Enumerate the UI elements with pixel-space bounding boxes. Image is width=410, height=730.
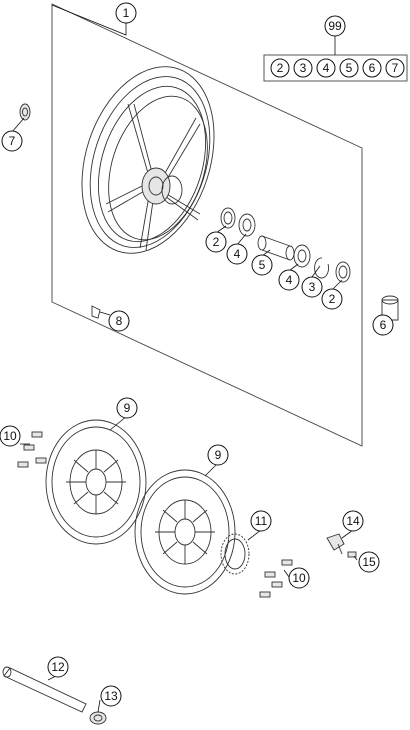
bearing-right <box>293 244 311 268</box>
disc-bolts-left <box>17 431 47 468</box>
callout-5: 5 <box>251 254 273 276</box>
callout-8: 8 <box>108 310 130 332</box>
seal-right <box>335 261 351 283</box>
kit-callout-5: 5 <box>339 58 359 78</box>
spindle-nut <box>89 711 107 725</box>
callout-label: 2 <box>277 61 284 75</box>
callout-label: 4 <box>234 247 241 261</box>
bearing-left <box>238 213 256 237</box>
callout-label: 3 <box>309 280 316 294</box>
callout-2a: 2 <box>205 231 227 253</box>
kit-callout-4: 4 <box>316 58 336 78</box>
speed-sensor-ring <box>220 533 250 575</box>
kit-callout-2: 2 <box>270 58 290 78</box>
wheel-spindle <box>2 666 87 713</box>
callout-15: 15 <box>358 551 380 573</box>
callout-13: 13 <box>100 685 122 707</box>
callout-label: 2 <box>329 292 336 306</box>
spacer-left <box>19 103 31 121</box>
callout-10a: 10 <box>0 425 21 447</box>
callout-label: 11 <box>255 514 268 528</box>
callout-label: 5 <box>346 61 353 75</box>
callout-label: 7 <box>9 134 16 148</box>
callout-label: 8 <box>116 314 123 328</box>
circlip <box>314 257 329 279</box>
callout-10b: 10 <box>288 567 310 589</box>
callout-3: 3 <box>301 276 323 298</box>
callout-label: 9 <box>124 401 131 415</box>
callout-label: 5 <box>259 258 266 272</box>
callout-2b: 2 <box>321 288 343 310</box>
kit-callout-6: 6 <box>362 58 382 78</box>
callout-label: 12 <box>51 660 65 674</box>
callout-label: 13 <box>104 689 118 703</box>
brake-disc-right <box>134 469 236 595</box>
kit-callout-7: 7 <box>385 58 405 78</box>
callout-4b: 4 <box>278 269 300 291</box>
callout-1: 1 <box>115 2 137 24</box>
callout-label: 10 <box>292 571 306 585</box>
callout-label: 2 <box>213 235 220 249</box>
callout-11: 11 <box>250 510 272 532</box>
callout-99: 99 <box>324 15 346 37</box>
kit-callout-3: 3 <box>293 58 313 78</box>
sensor-screw <box>347 551 357 558</box>
callout-label: 7 <box>392 61 399 75</box>
callout-label: 10 <box>3 429 17 443</box>
seal-left <box>220 207 236 229</box>
callout-label: 99 <box>328 19 342 33</box>
ring-bolts <box>259 559 293 598</box>
front-wheel <box>81 66 215 254</box>
callout-label: 4 <box>323 61 330 75</box>
callout-label: 15 <box>362 555 376 569</box>
wheel-speed-sensor <box>326 533 345 555</box>
callout-6: 6 <box>372 314 394 336</box>
wheel-assembly-panel <box>51 3 363 447</box>
callout-label: 14 <box>346 514 360 528</box>
callout-14: 14 <box>342 510 364 532</box>
callout-4a: 4 <box>226 243 248 265</box>
callout-label: 4 <box>286 273 293 287</box>
spacer-right <box>381 295 399 321</box>
callout-label: 6 <box>380 318 387 332</box>
callout-label: 6 <box>369 61 376 75</box>
brake-disc-left <box>45 419 147 545</box>
callout-label: 1 <box>123 6 130 20</box>
callout-label: 3 <box>300 61 307 75</box>
valve <box>91 305 101 319</box>
callout-9b: 9 <box>207 444 229 466</box>
callout-7: 7 <box>1 130 23 152</box>
callout-12: 12 <box>47 656 69 678</box>
callout-9a: 9 <box>116 397 138 419</box>
callout-label: 9 <box>215 448 222 462</box>
